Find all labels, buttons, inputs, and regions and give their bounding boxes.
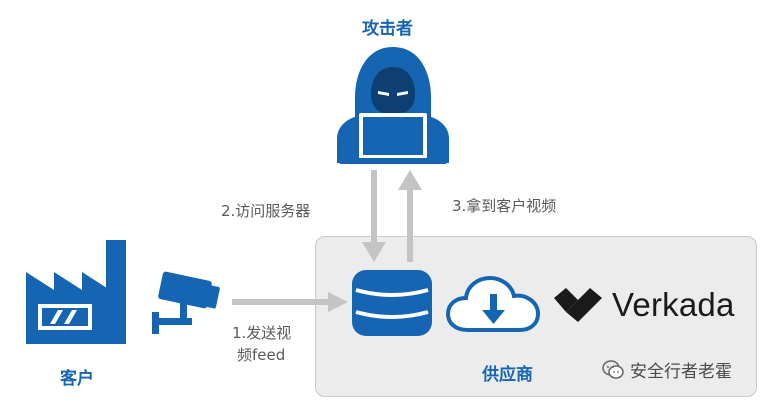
verkada-brand-text: Verkada: [612, 286, 735, 323]
step2-label: 2.访问服务器: [221, 202, 311, 220]
steal-video-arrow: [398, 170, 422, 262]
access-server-arrow: [362, 170, 386, 262]
factory-icon: [26, 240, 126, 344]
step3-label: 3.拿到客户视频: [452, 197, 557, 215]
cloud-download-icon: [445, 275, 541, 332]
vendor-label: 供应商: [482, 365, 533, 385]
watermark-text: 安全行者老霍: [630, 362, 732, 382]
security-camera-icon: [152, 271, 220, 334]
step1-label-line2: 频feed: [237, 346, 286, 364]
attacker-label: 攻击者: [362, 19, 413, 39]
wechat-icon: [602, 359, 624, 379]
watermark: 安全行者老霍: [602, 357, 732, 382]
customer-label: 客户: [60, 369, 94, 389]
step1-label-line1: 1.发送视: [232, 324, 292, 342]
verkada-logo-icon: [554, 288, 602, 322]
send-feed-arrow: [232, 292, 348, 312]
hacker-icon: [337, 47, 449, 164]
database-server-icon: [352, 270, 432, 336]
